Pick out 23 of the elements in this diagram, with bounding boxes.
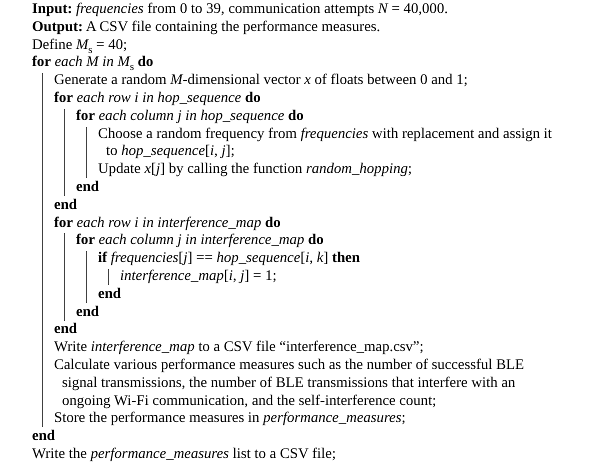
keyword: end: [76, 304, 100, 322]
pseudocode-line: Choose a random frequency from frequencies with replacement and assign it to hop_sequence[i, j];: [98, 126, 553, 162]
pseudocode-line: interference_map[i, j] = 1;: [120, 268, 278, 286]
keyword: end: [54, 196, 78, 215]
pseudocode-line: Store the performance measures in performance_measures;: [54, 410, 407, 428]
keyword: end: [32, 428, 56, 446]
pseudocode-line: Calculate various performance measures such as the number of successful BLE signal transmissions, the number of BLE transmissions that interfere with an ongoing Wi-Fi communication, and the self-interference count;: [54, 356, 526, 410]
pseudocode-line: Write interference_map to a CSV file “interference_map.csv”;: [54, 339, 425, 357]
keyword: end: [76, 178, 100, 197]
pseudocode-line: for each row i in hop_sequence do: [54, 90, 262, 108]
keyword: end: [54, 321, 78, 340]
pseudocode-line: for each column j in interference_map do: [76, 232, 325, 250]
keyword: end: [98, 286, 122, 304]
pseudocode-line: Update x[j] by calling the function random_hopping;: [98, 161, 414, 179]
pseudocode-line: Define M$_{s}$ = 40;: [32, 36, 128, 54]
pseudocode-line: Generate a random M-dimensional vector x of floats between 0 and 1;: [54, 72, 469, 90]
pseudocode-line: if frequencies[j] == hop_sequence[i, k] then: [98, 250, 361, 268]
pseudocode-line: for each M in M$_{s}$ do: [32, 54, 154, 72]
pseudocode-line: Input: frequencies from 0 to 39, communication attempts N = 40,000.: [32, 1, 449, 19]
pseudocode-line: Output: A CSV file containing the performance measures.: [32, 18, 382, 37]
pseudocode-line: Write the performance_measures list to a CSV file;: [32, 446, 337, 464]
pseudocode-line: for each row i in interference_map do: [54, 214, 282, 232]
pseudocode-line: for each column j in hop_sequence do: [76, 108, 305, 126]
